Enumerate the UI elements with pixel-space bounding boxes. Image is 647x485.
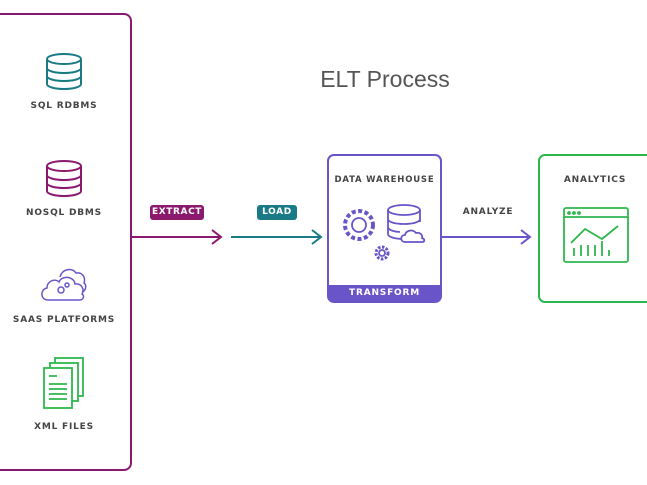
page-title: ELT Process xyxy=(320,66,450,92)
files-icon xyxy=(43,357,84,409)
source-label-xml: XML FILES xyxy=(34,422,94,432)
extract-tag: EXTRACT xyxy=(150,205,204,220)
database-icon xyxy=(46,53,82,91)
extract-arrow xyxy=(131,229,223,245)
database-icon xyxy=(46,160,82,198)
analyze-arrow xyxy=(441,229,532,245)
sources-box xyxy=(0,13,132,471)
transform-bar xyxy=(328,285,441,302)
analytics-box xyxy=(538,154,647,303)
analyze-label: ANALYZE xyxy=(462,207,514,217)
load-tag: LOAD xyxy=(257,205,297,220)
analytics-title: ANALYTICS xyxy=(563,175,627,185)
cloud-gears-icon xyxy=(41,268,87,301)
gears-database-icon xyxy=(343,204,426,261)
load-arrow xyxy=(231,229,323,245)
source-label-nosql: NOSQL DBMS xyxy=(26,208,102,218)
source-label-saas: SAAS PLATFORMS xyxy=(12,315,116,325)
dashboard-chart-icon xyxy=(563,207,629,263)
transform-label: TRANSFORM xyxy=(349,288,420,298)
source-label-sql: SQL RDBMS xyxy=(30,101,98,111)
warehouse-title: DATA WAREHOUSE xyxy=(334,175,435,185)
